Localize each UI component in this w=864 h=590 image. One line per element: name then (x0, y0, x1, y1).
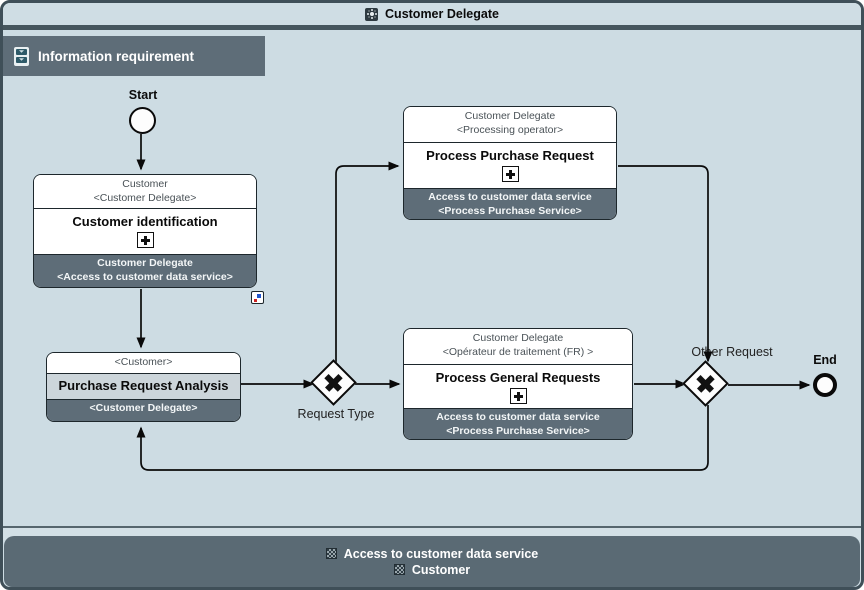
task-body: Process Purchase Request (404, 143, 616, 189)
gateway-other-request[interactable] (682, 360, 729, 407)
task-title: Purchase Request Analysis (58, 378, 229, 393)
task-participant-header: Customer Delegate <Opérateur de traiteme… (404, 329, 632, 365)
task-participant-header: Customer Delegate <Processing operator> (404, 107, 616, 143)
data-decorator-icon[interactable] (251, 291, 264, 304)
information-requirement-icon (14, 46, 29, 66)
task-participant-header: <Customer> (47, 353, 240, 374)
gateway-other-request-label: Other Request (691, 345, 773, 359)
task-process-general-requests[interactable]: Customer Delegate <Opérateur de traiteme… (403, 328, 633, 440)
task-service-footer: Access to customer data service <Process… (404, 189, 616, 219)
task-service-footer: Access to customer data service <Process… (404, 409, 632, 439)
task-body: Purchase Request Analysis (47, 374, 240, 400)
canvas-bottom-divider (3, 526, 861, 528)
task-title: Process Purchase Request (426, 148, 594, 163)
task-body: Customer identification (34, 209, 256, 255)
end-event[interactable] (813, 373, 837, 397)
exclusive-gateway-x-icon (313, 362, 354, 403)
pool-title: Customer Delegate (385, 7, 499, 21)
task-process-purchase-request[interactable]: Customer Delegate <Processing operator> … (403, 106, 617, 220)
exclusive-gateway-x-icon (685, 363, 726, 404)
participant-label: Access to customer data service (343, 546, 539, 561)
participant-item[interactable]: Customer (393, 562, 471, 577)
end-event-label: End (813, 353, 837, 367)
panel-title: Information requirement (38, 48, 195, 64)
task-title: Customer identification (72, 214, 218, 229)
task-service-footer: Customer Delegate <Access to customer da… (34, 255, 256, 287)
subprocess-plus-icon[interactable] (136, 232, 154, 248)
start-event[interactable] (129, 107, 156, 134)
participants-footer: Access to customer data service Customer (4, 536, 860, 587)
subprocess-plus-icon[interactable] (501, 166, 519, 182)
task-purchase-request-analysis[interactable]: <Customer> Purchase Request Analysis <Cu… (46, 352, 241, 422)
flow-request-type-to-process-purchase-request[interactable] (335, 161, 400, 364)
start-event-label: Start (128, 88, 158, 102)
pool-header[interactable]: Customer Delegate (3, 3, 861, 30)
subprocess-plus-icon[interactable] (509, 388, 527, 404)
participant-label: Customer (411, 562, 471, 577)
task-service-footer: <Customer Delegate> (47, 400, 240, 421)
gateway-request-type[interactable] (310, 359, 357, 406)
participant-item[interactable]: Access to customer data service (325, 546, 539, 561)
participant-checker-icon (325, 548, 337, 559)
process-gear-icon (365, 7, 379, 21)
task-participant-header: Customer <Customer Delegate> (34, 175, 256, 209)
participant-checker-icon (393, 564, 405, 575)
task-title: Process General Requests (435, 370, 601, 385)
panel-header: Information requirement (3, 36, 265, 76)
task-body: Process General Requests (404, 365, 632, 409)
task-customer-identification[interactable]: Customer <Customer Delegate> Customer id… (33, 174, 257, 288)
gateway-request-type-label: Request Type (297, 407, 375, 421)
